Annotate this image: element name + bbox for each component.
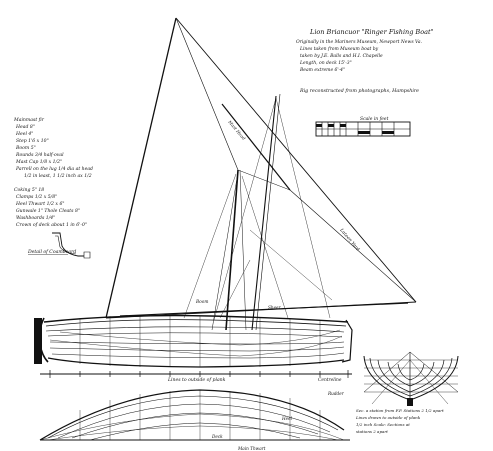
title-line-2: Lines taken from Museum boat by: [299, 46, 379, 52]
spec-note: 1/2 in least, 1 1/2 inch ax 1/2: [24, 173, 92, 179]
scale-bar-title: Scale in feet: [360, 116, 389, 122]
section-note-2: Lines drawn to outside of plank: [355, 415, 421, 420]
spec-note: Coking 5" 18: [14, 187, 44, 193]
heel-label: Heel: [281, 416, 293, 421]
section-note-3: 1/2 inch Scale: Sections at: [356, 422, 410, 427]
body-plan: Sec. a station from F.P. Stations 2 1/2 …: [355, 351, 459, 434]
hull-profile: Lines to outside of plank Centreline She…: [34, 305, 353, 383]
yard-label: Lateen Yard: [338, 227, 361, 253]
spec-notes-hull: Coking 5" 18 Clamps 1/2 x 5/8" Heel Thwa…: [14, 187, 87, 228]
spec-note: Step 1'6 x 10": [16, 138, 49, 144]
spec-note: Boom 5": [15, 145, 36, 151]
spec-notes-mast: Mainmast fir Head 8" Heel 4" Step 1'6 x …: [13, 117, 93, 179]
sheer-label: Sheer: [268, 305, 282, 310]
spec-note: Mast Cap 1/8 x 1/2": [15, 159, 62, 165]
centerline-label: Centreline: [318, 378, 342, 383]
boom-label: Boom: [195, 300, 208, 305]
title-line-1: Originally in the Mariners Museum, Newpo…: [296, 39, 423, 45]
rig-note: Rig reconstructed from photographs, Hamp…: [299, 88, 419, 94]
spec-note: Mainmast fir: [13, 117, 45, 123]
half-breadth-plan: Main Thwart Deck Heel Rudder: [39, 389, 350, 451]
section-note-1: Sec. a station from F.P. Stations 2 1/2 …: [356, 408, 444, 413]
title-line-4: Length, on deck 15'-3": [299, 60, 352, 66]
coamboard-detail: Detail of Coamboard: [27, 232, 91, 259]
deck-label: Deck: [211, 434, 223, 439]
spec-note: Gunwale 1" Thole Cleats 8": [16, 208, 80, 214]
spec-note: Head 8": [15, 124, 35, 130]
main-thwart-label: Main Thwart: [237, 446, 266, 451]
scale-bar: Scale in feet: [315, 116, 411, 137]
title-line-3: taken by J.E. Balls and H.I. Chapelle: [300, 53, 383, 59]
title-line-5: Beam extreme 6'-4": [299, 67, 345, 73]
baseline-label: Lines to outside of plank: [167, 377, 226, 383]
spec-note: Washboards 1/4": [16, 215, 55, 221]
section-note-4: stations 2 apart: [356, 429, 388, 434]
spec-note: Rounds 3/4 half-oval: [15, 152, 64, 158]
spec-note: Heel Thwart 1/2 x 6": [15, 201, 65, 207]
title-block: Lion Briancuor "Ringer Fishing Boat" Ori…: [296, 28, 434, 94]
spec-note: Clamps 1/2 x 5/8": [16, 194, 57, 200]
title-text: Lion Briancuor "Ringer Fishing Boat": [309, 28, 434, 36]
detail-label: Detail of Coamboard: [27, 249, 76, 255]
spec-note: Heel 4": [15, 131, 33, 137]
spec-note: Crown of deck about 1 in 6'-0": [16, 222, 87, 228]
rudder-label: Rudder: [327, 391, 345, 396]
spec-note: Parrell on the lug 1/4 dia at head: [15, 166, 93, 172]
sail-plan: Lateen Yard Mast Head Boom: [105, 17, 417, 331]
